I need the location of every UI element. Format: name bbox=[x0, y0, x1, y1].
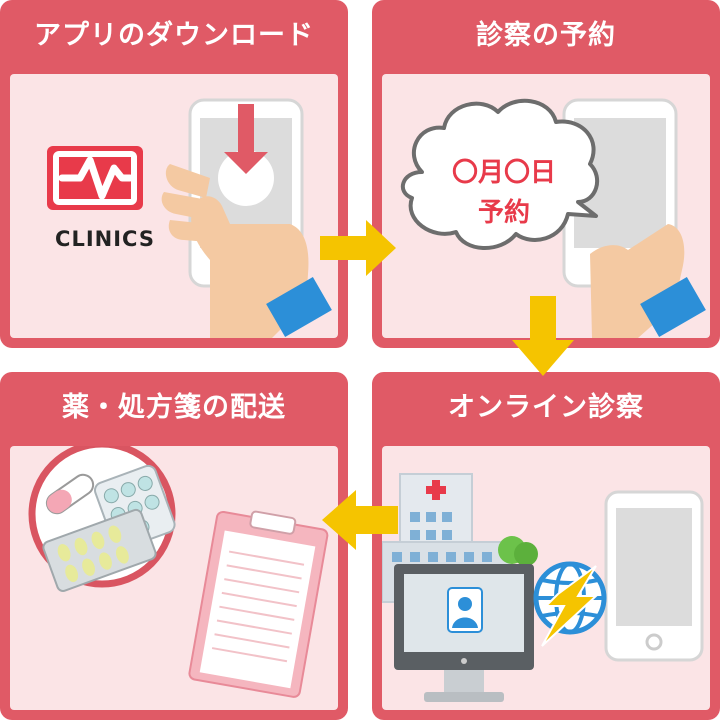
step-download-illustration: CLINICS bbox=[10, 74, 338, 338]
step-online-consultation-panel: オンライン診察 bbox=[372, 372, 720, 720]
download-arrow-icon bbox=[218, 104, 274, 206]
arrow-right-icon bbox=[320, 220, 396, 276]
clinics-logo-text: CLINICS bbox=[55, 227, 155, 251]
lightning-icon bbox=[541, 565, 599, 647]
step-delivery-illustration bbox=[10, 446, 338, 710]
reservation-date-text: 〇月〇日 bbox=[451, 158, 556, 188]
speech-bubble-icon bbox=[400, 98, 600, 250]
clinics-logo-icon bbox=[47, 146, 143, 210]
reservation-label-text: 予約 bbox=[477, 198, 530, 228]
step-delivery-title: 薬・処方箋の配送 bbox=[62, 392, 286, 423]
step-reservation-title: 診察の予約 bbox=[476, 20, 616, 51]
hand-icon bbox=[590, 224, 706, 338]
prescription-clipboard-icon bbox=[188, 510, 329, 698]
step-reservation-illustration: 〇月〇日 予約 bbox=[382, 74, 710, 338]
arrow-left-icon bbox=[322, 490, 398, 550]
step-online-consultation-illustration bbox=[382, 446, 710, 710]
step-download-title: アプリのダウンロード bbox=[34, 20, 314, 51]
step-delivery-panel: 薬・処方箋の配送 bbox=[0, 372, 348, 720]
step-reservation-panel: 診察の予約 〇月〇日 予約 bbox=[372, 0, 720, 348]
arrow-down-icon bbox=[512, 296, 574, 376]
step-download-panel: アプリのダウンロード bbox=[0, 0, 348, 348]
monitor-icon bbox=[394, 564, 534, 702]
phone-icon bbox=[604, 490, 704, 662]
medicine-icon bbox=[28, 446, 176, 592]
step-online-consultation-title: オンライン診察 bbox=[448, 392, 644, 423]
hand-icon bbox=[161, 164, 332, 338]
